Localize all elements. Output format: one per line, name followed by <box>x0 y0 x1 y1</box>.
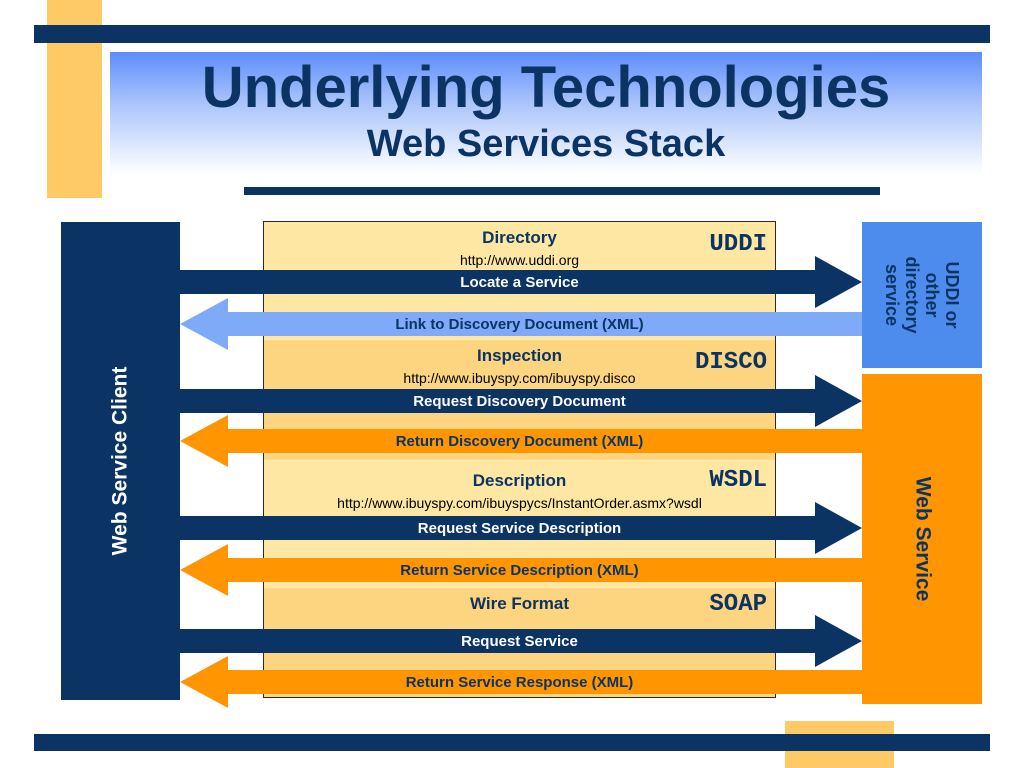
message-label-return-service-response: Return Service Response (XML) <box>405 674 634 691</box>
layer-url-inspection: http://www.ibuyspy.com/ibuyspy.disco <box>403 370 636 386</box>
web-service-label: Web Service <box>911 476 935 602</box>
layer-tag-soap: SOAP <box>709 591 767 618</box>
web-service-client-box <box>61 222 180 700</box>
slide-subtitle: Web Services Stack <box>366 123 726 165</box>
message-label-request-service-description: Request Service Description <box>417 520 622 537</box>
arrow-return-service-response <box>180 656 862 708</box>
layer-url-description: http://www.ibuyspy.com/ibuyspycs/Instant… <box>337 495 702 511</box>
arrow-return-discovery-document <box>180 415 862 467</box>
title-gradient-band <box>110 52 982 174</box>
uddi-directory-service-box <box>862 222 982 368</box>
decorative-navy-bar-bottom <box>34 734 990 751</box>
uddi-directory-service-label: UDDI or other directory service <box>882 256 962 334</box>
message-label-request-discovery-document: Request Discovery Document <box>413 393 626 410</box>
layer-name-directory: Directory <box>482 228 557 247</box>
web-service-box <box>862 374 982 704</box>
decorative-navy-bar-top <box>34 25 990 43</box>
layer-tag-uddi: UDDI <box>709 231 767 258</box>
message-label-locate-service: Locate a Service <box>460 274 579 291</box>
slide-title: Underlying Technologies <box>201 55 891 120</box>
arrow-link-discovery-document <box>180 298 862 350</box>
message-label-link-discovery-document: Link to Discovery Document (XML) <box>395 316 644 333</box>
layer-name-wire-format: Wire Format <box>469 594 570 613</box>
arrow-locate-service <box>180 256 862 308</box>
message-label-return-service-description: Return Service Description (XML) <box>400 562 639 579</box>
arrow-request-service <box>180 615 862 667</box>
layer-tag-disco: DISCO <box>694 349 767 376</box>
layer-name-inspection: Inspection <box>476 346 562 365</box>
arrow-request-discovery-document <box>180 375 862 427</box>
arrow-return-service-description <box>180 544 862 596</box>
web-service-label-wrap: Web Service <box>862 374 982 704</box>
message-label-request-service: Request Service <box>461 633 578 650</box>
arrow-request-service-description <box>180 502 862 554</box>
message-label-return-discovery-document: Return Discovery Document (XML) <box>395 433 644 450</box>
uddi-directory-service-label-wrap: UDDI or other directory service <box>862 222 982 368</box>
subtitle-underline <box>244 187 880 195</box>
layer-name-description: Description <box>472 471 567 490</box>
layer-url-directory: http://www.uddi.org <box>459 252 580 268</box>
layer-tag-wsdl: WSDL <box>709 467 767 494</box>
